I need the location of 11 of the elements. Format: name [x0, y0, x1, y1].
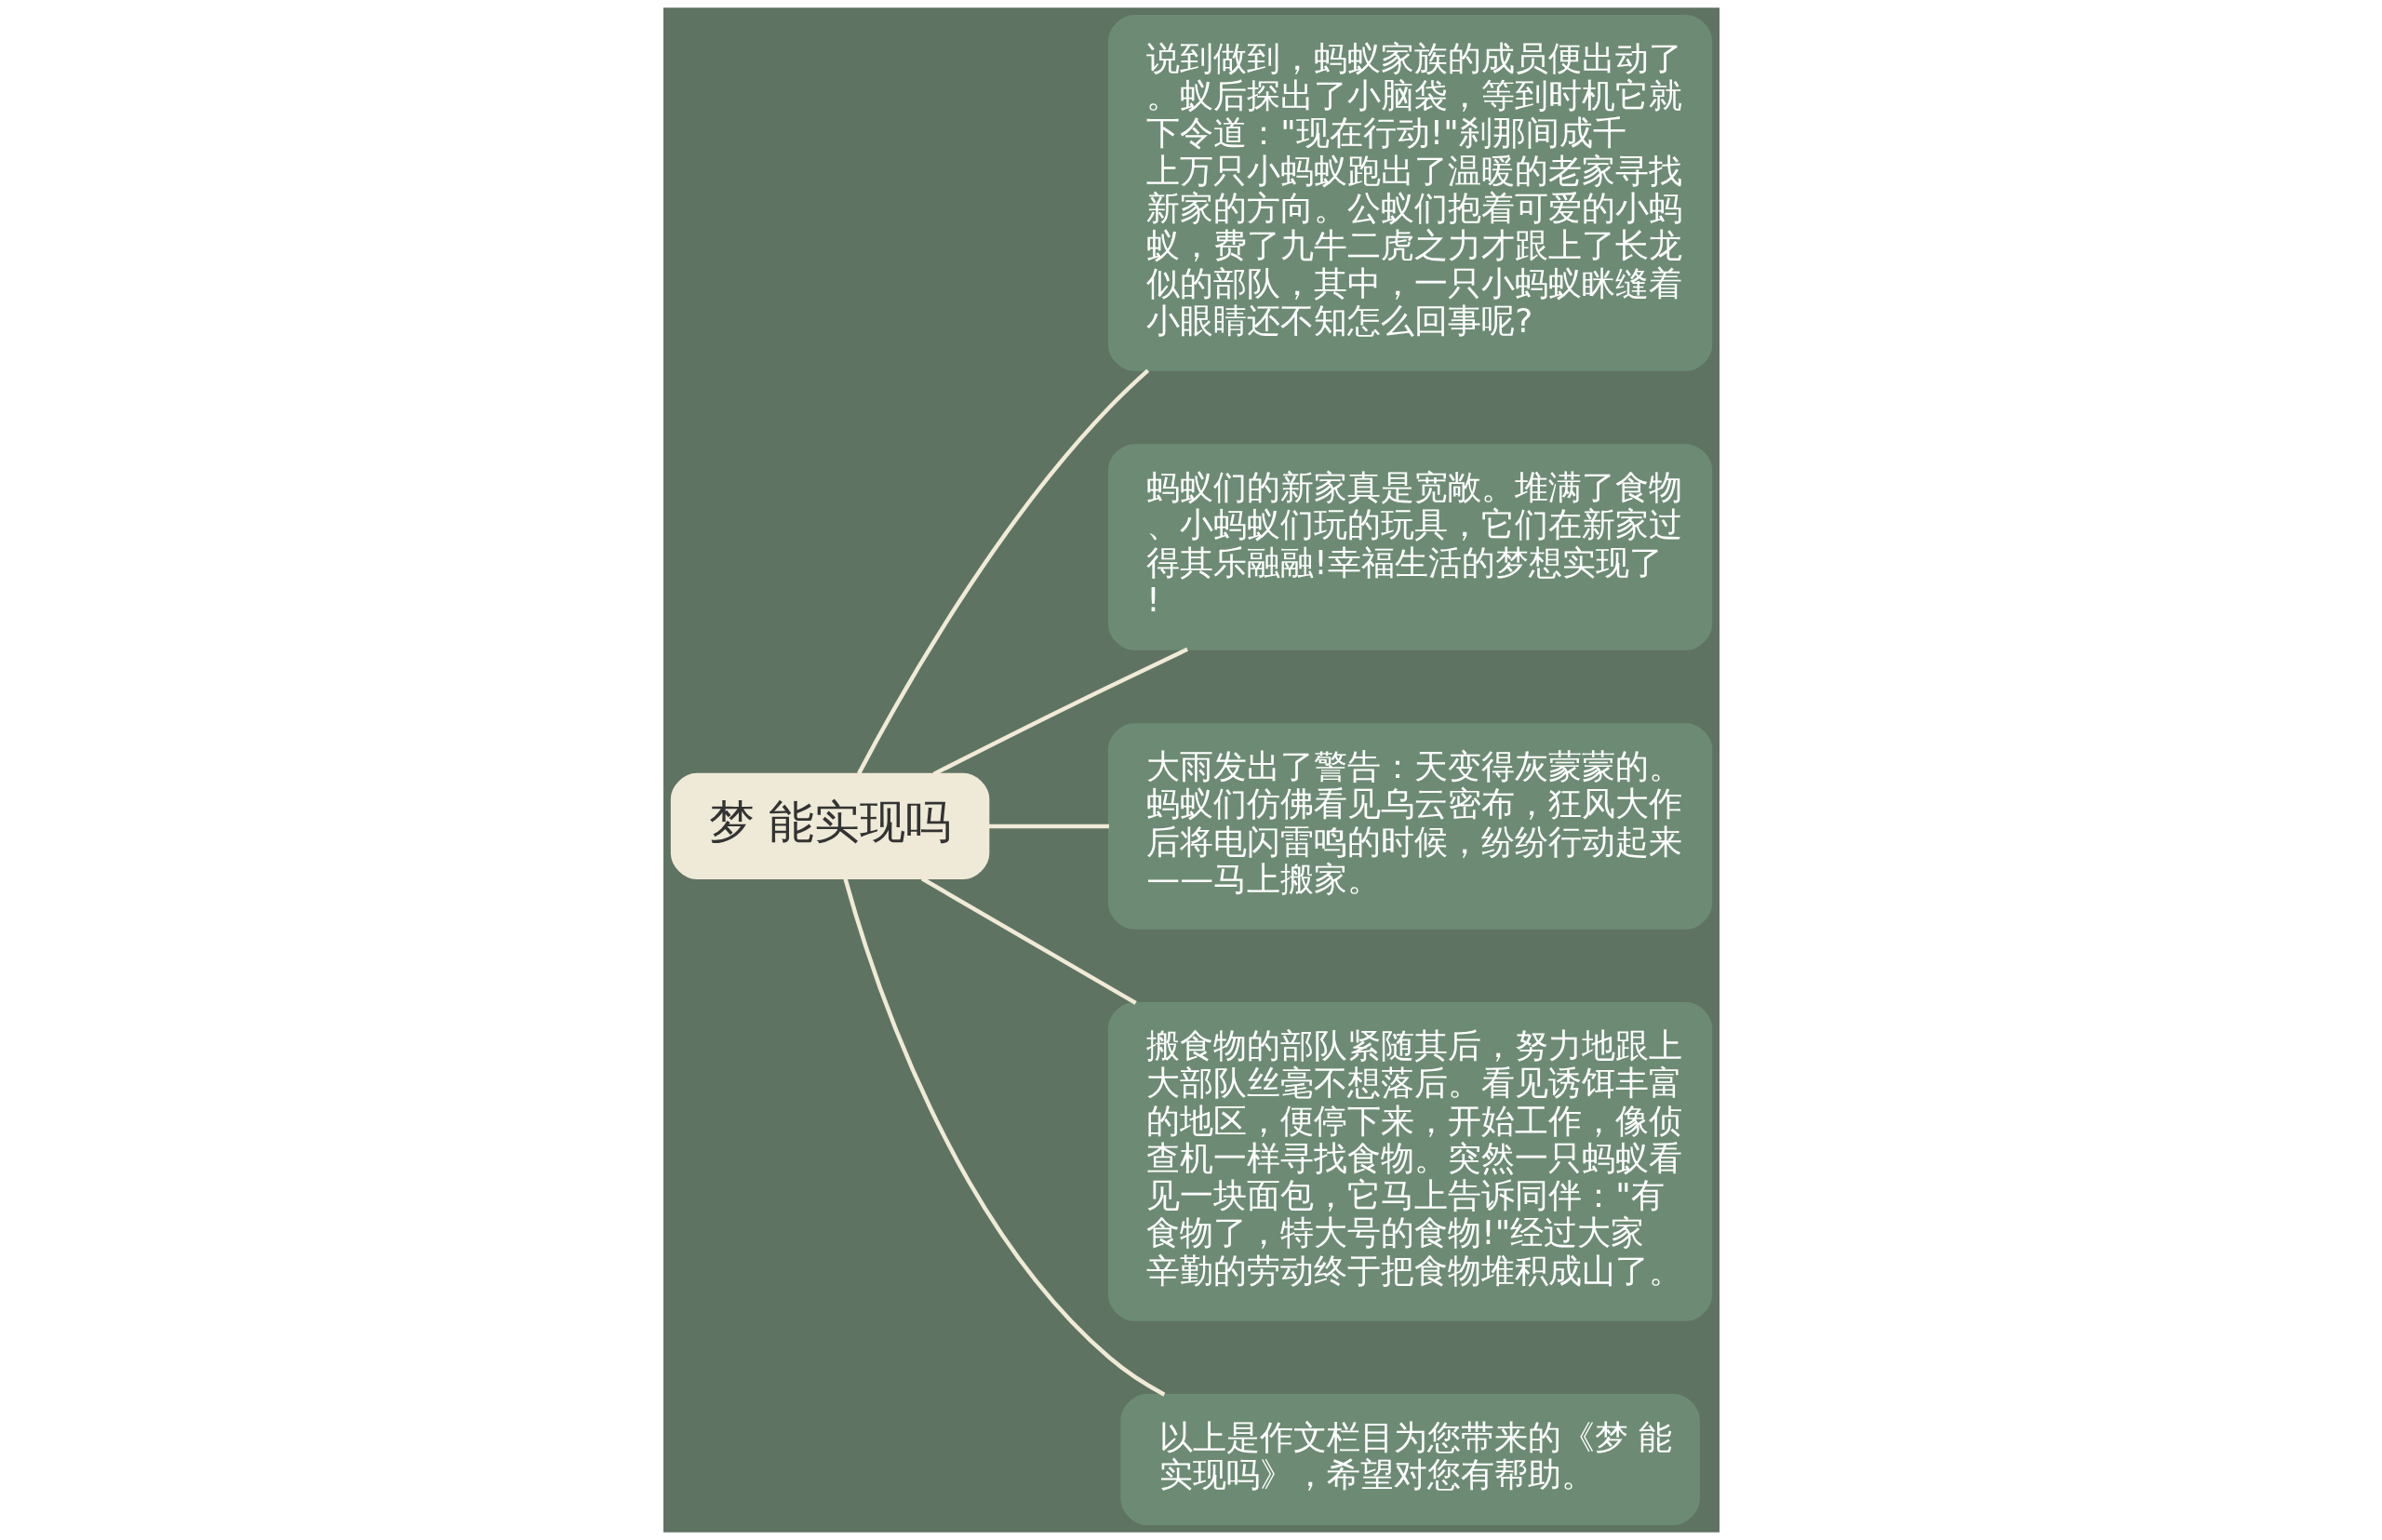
connector: [920, 877, 1137, 1005]
node-box: 大雨发出了警告：天变得灰蒙蒙的。蚂蚁们仿佛看见乌云密布，狂风大作后将电闪雷鸣的时候，纷纷行动起来——马上搬家。: [1107, 723, 1712, 930]
connector: [932, 647, 1188, 776]
connector: [988, 824, 1109, 829]
node-box: 说到做到，蚂蚁家族的成员便出动了。蚁后探出了小脑袋，等到时机它就下令道："现在行动!"刹那间成千上万只小蚂蚁跑出了温暖的老家寻找新家的方向。公蚁们抱着可爱的小蚂蚁，费了九牛二虎之力才跟上了长龙似的部队，其中，一只小蚂蚁眯缝着小眼睛还不知怎么回事呢?: [1107, 15, 1712, 371]
node-box: 搬食物的部队紧随其后，努力地跟上大部队丝毫不想落后。看见诱饵丰富的地区，便停下来，开始工作，像侦查机一样寻找食物。突然一只蚂蚁看见一块面包，它马上告诉同伴："有食物了，特大号的食物!"经过大家辛勤的劳动终于把食物堆积成山了。: [1107, 1002, 1712, 1321]
connector: [856, 368, 1149, 775]
node-box: 以上是作文栏目为您带来的《梦 能实现吗》，希望对您有帮助。: [1119, 1394, 1700, 1525]
node-box: 梦 能实现吗: [670, 772, 989, 880]
node-box: 蚂蚁们的新家真是宽敞。堆满了食物、小蚂蚁们玩的玩具，它们在新家过得其乐融融!幸福生活的梦想实现了!: [1107, 444, 1712, 650]
connector: [842, 878, 1165, 1397]
